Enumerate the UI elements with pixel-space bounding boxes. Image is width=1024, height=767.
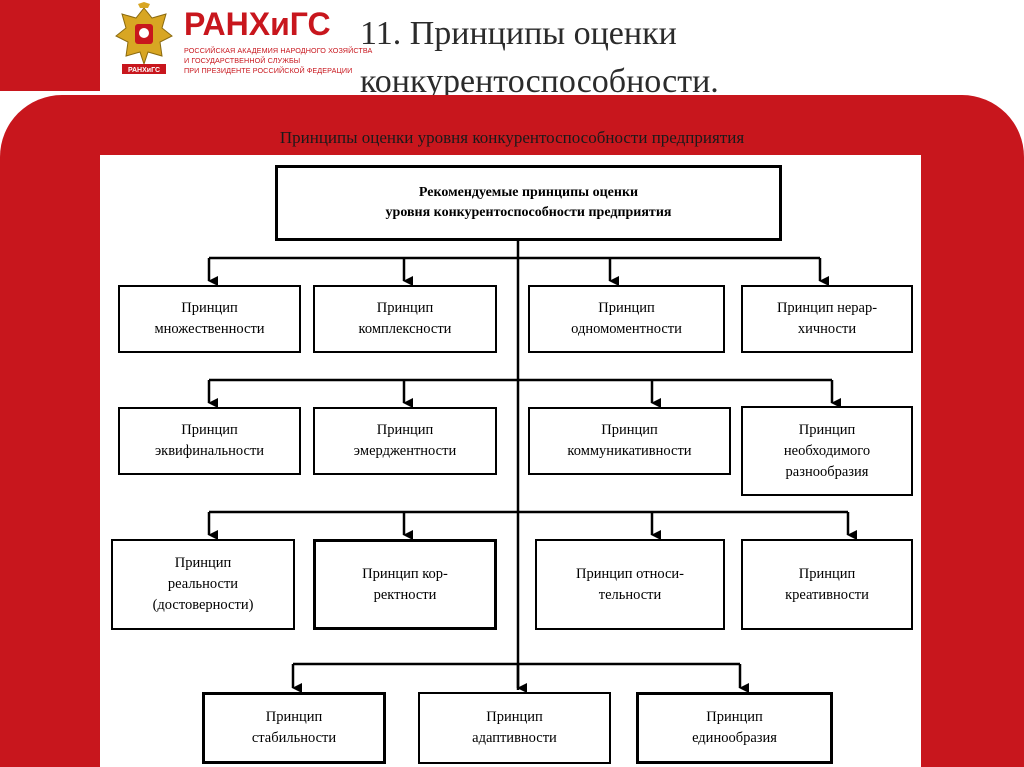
principle-box-equifinality: Принцип эквифинальности <box>118 407 301 475</box>
principle-box-reality: Принцип реальности (достоверности) <box>111 539 295 630</box>
principle-box-requisite-variety: Принцип необходимого разнообразия <box>741 406 913 496</box>
principle-box-adaptivity: Принцип адаптивности <box>418 692 611 764</box>
principle-box-communicativeness: Принцип коммуникативности <box>528 407 731 475</box>
top-box-line-1: Рекомендуемые принципы оценки <box>418 185 639 200</box>
brand-subtitle-line-3: ПРИ ПРЕЗИДЕНТЕ РОССИЙСКОЙ ФЕДЕРАЦИИ <box>184 66 353 75</box>
box-line: стабильности <box>251 730 337 746</box>
principle-box-correctness: Принцип кор-ректности <box>313 539 497 630</box>
principle-box-uniformity: Принцип единообразия <box>636 692 833 764</box>
principle-box-hierarchy: Принцип нерар-хичности <box>741 285 913 353</box>
box-line: Принцип <box>181 422 238 438</box>
box-line: (достоверности) <box>152 597 254 613</box>
top-box-line-2: уровня конкурентоспособности предприятия <box>385 205 672 220</box>
red-corner-strip <box>0 0 100 91</box>
box-line: Принцип <box>174 555 232 571</box>
box-line: коммуникативности <box>567 443 692 459</box>
slide-title: 11. Принципы оценки конкурентоспособност… <box>360 10 719 106</box>
eagle-emblem-icon: РАНХиГС <box>115 2 173 74</box>
logo: РАНХиГС РАНХиГС РОССИЙСКАЯ АКАДЕМИЯ НАРО… <box>112 2 372 82</box>
box-line: Принцип <box>265 709 323 725</box>
box-line: Принцип <box>798 421 856 438</box>
box-line: Принцип <box>598 300 655 316</box>
principle-box-creativity: Принцип креативности <box>741 539 913 630</box>
box-line: Принцип относи- <box>576 565 684 582</box>
box-line: Принцип <box>181 300 238 316</box>
box-line: необходимого <box>783 442 871 459</box>
slide-title-line-1: 11. Принципы оценки <box>360 15 677 52</box>
box-line: Принцип <box>601 422 658 438</box>
box-line: адаптивности <box>472 730 557 746</box>
box-line: хичности <box>797 321 857 337</box>
box-line: Принцип кор- <box>362 565 448 582</box>
principle-box-simultaneity: Принцип одномоментности <box>528 285 725 353</box>
slide-title-line-2: конкурентоспособности. <box>360 63 719 100</box>
top-principles-box: Рекомендуемые принципы оценки уровня кон… <box>275 165 782 241</box>
principle-box-relativity: Принцип относи-тельности <box>535 539 725 630</box>
principle-box-complexity: Принцип комплексности <box>313 285 497 353</box>
principle-box-multiplicity: Принцип множественности <box>118 285 301 353</box>
box-line: реальности <box>167 576 239 592</box>
box-line: Принцип <box>486 709 543 725</box>
box-line: Принцип <box>706 709 763 725</box>
box-line: единообразия <box>692 730 777 746</box>
emblem-label: РАНХиГС <box>128 67 160 74</box>
box-line: креативности <box>785 586 869 603</box>
box-line: эмерджентности <box>353 443 457 459</box>
box-line: Принцип <box>376 422 434 438</box>
box-line: разнообразия <box>785 463 869 480</box>
box-line: Принцип <box>798 565 856 582</box>
box-line: эквифинальности <box>154 443 265 459</box>
box-line: ректности <box>373 586 437 603</box>
principle-box-stability: Принцип стабильности <box>202 692 386 764</box>
box-line: Принцип <box>376 300 434 316</box>
box-line: одномоментности <box>571 321 682 337</box>
box-line: комплексности <box>358 321 452 337</box>
principle-box-emergence: Принцип эмерджентности <box>313 407 497 475</box>
brand-name: РАНХиГС <box>184 6 331 42</box>
box-line: тельности <box>598 586 662 603</box>
brand-subtitle-line-1: РОССИЙСКАЯ АКАДЕМИЯ НАРОДНОГО ХОЗЯЙСТВА <box>184 46 373 55</box>
brand-subtitle-line-2: И ГОСУДАРСТВЕННОЙ СЛУЖБЫ <box>184 56 301 65</box>
box-line: Принцип нерар- <box>776 300 878 316</box>
box-line: множественности <box>154 321 265 337</box>
diagram-caption: Принципы оценки уровня конкурентоспособн… <box>279 128 745 147</box>
